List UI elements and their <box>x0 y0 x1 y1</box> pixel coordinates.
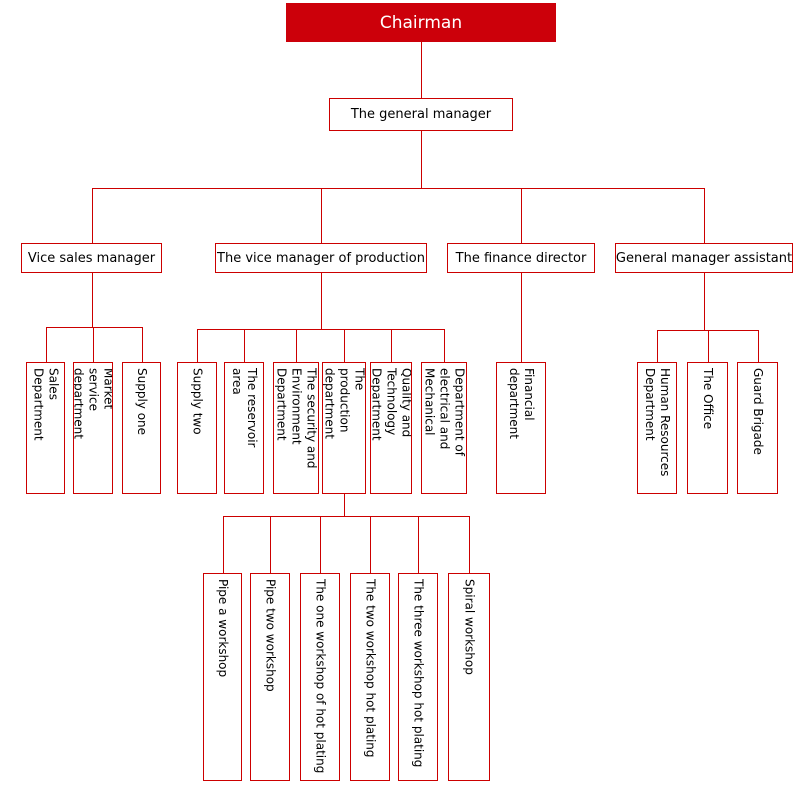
node-label-two-workshop-hot-plating: The two workshop hot plating <box>363 579 378 758</box>
connector-line <box>391 330 392 362</box>
connector-line <box>244 330 245 362</box>
connector-line <box>46 328 47 362</box>
node-three-workshop-hot-plating: The three workshop hot plating <box>398 573 438 781</box>
node-label-sales-department: Sales Department <box>31 368 61 441</box>
connector-line <box>92 189 93 243</box>
node-label-vice-sales-manager: Vice sales manager <box>27 250 156 266</box>
node-label-gm-assistant: General manager assistant <box>615 250 793 266</box>
node-supply-two: Supply two <box>177 362 217 494</box>
connector-line <box>657 330 759 331</box>
connector-line <box>223 517 224 573</box>
connector-line <box>270 517 271 573</box>
connector-line <box>321 189 322 243</box>
node-general-manager: The general manager <box>329 98 513 131</box>
node-gm-assistant: General manager assistant <box>615 243 793 273</box>
node-spiral-workshop: Spiral workshop <box>448 573 490 781</box>
node-label-chairman: Chairman <box>379 12 463 33</box>
connector-line <box>421 131 422 188</box>
node-production-department: The production department <box>322 362 366 494</box>
node-label-financial-department: Financial department <box>507 368 536 439</box>
node-label-three-workshop-hot-plating: The three workshop hot plating <box>411 579 426 768</box>
node-pipe-two-workshop: Pipe two workshop <box>250 573 290 781</box>
node-label-electrical-mechanical-dept: Department of electrical and Mechanical <box>422 368 467 456</box>
connector-line <box>758 331 759 362</box>
node-quality-technology-dept: Quality and Technology Department <box>370 362 412 494</box>
node-label-production-department: The production department <box>322 368 366 439</box>
connector-line <box>321 273 322 329</box>
connector-line <box>142 328 143 362</box>
connector-line <box>197 330 198 362</box>
node-label-market-service-department: Market service department <box>73 368 113 439</box>
node-supply-one: Supply one <box>122 362 161 494</box>
connector-line <box>521 273 522 362</box>
connector-line <box>444 330 445 362</box>
connector-line <box>418 517 419 573</box>
node-two-workshop-hot-plating: The two workshop hot plating <box>350 573 390 781</box>
node-label-general-manager: The general manager <box>350 107 492 122</box>
node-security-environment-dept: The security and Environment Department <box>273 362 319 494</box>
node-label-supply-one: Supply one <box>135 368 149 436</box>
connector-line <box>521 189 522 243</box>
node-label-spiral-workshop: Spiral workshop <box>462 579 477 675</box>
node-chairman: Chairman <box>286 3 556 42</box>
node-label-quality-technology-dept: Quality and Technology Department <box>370 368 412 441</box>
node-label-the-office: The Office <box>701 368 715 430</box>
connector-line <box>93 328 94 362</box>
connector-line <box>469 517 470 573</box>
node-reservoir-area: The reservoir area <box>224 362 264 494</box>
node-electrical-mechanical-dept: Department of electrical and Mechanical <box>421 362 467 494</box>
connector-line <box>92 188 705 189</box>
connector-line <box>370 517 371 573</box>
node-one-workshop-hot-plating: The one workshop of hot plating <box>300 573 340 781</box>
node-market-service-department: Market service department <box>73 362 113 494</box>
connector-line <box>320 517 321 573</box>
node-vice-production-manager: The vice manager of production <box>215 243 427 273</box>
node-sales-department: Sales Department <box>26 362 65 494</box>
node-the-office: The Office <box>687 362 728 494</box>
connector-line <box>197 329 445 330</box>
connector-line <box>344 494 345 516</box>
connector-line <box>223 516 470 517</box>
connector-line <box>704 273 705 330</box>
connector-line <box>657 331 658 362</box>
node-label-supply-two: Supply two <box>190 368 205 435</box>
node-human-resources-department: Human Resources Department <box>637 362 677 494</box>
node-label-security-environment-dept: The security and Environment Department <box>274 368 319 469</box>
connector-line <box>708 331 709 362</box>
node-label-one-workshop-hot-plating: The one workshop of hot plating <box>313 579 328 774</box>
node-vice-sales-manager: Vice sales manager <box>21 243 162 273</box>
node-financial-department: Financial department <box>496 362 546 494</box>
node-guard-brigade: Guard Brigade <box>737 362 778 494</box>
connector-line <box>296 330 297 362</box>
node-label-human-resources-department: Human Resources Department <box>643 368 672 477</box>
connector-line <box>421 42 422 98</box>
node-finance-director: The finance director <box>447 243 595 273</box>
connector-line <box>704 189 705 243</box>
node-label-guard-brigade: Guard Brigade <box>751 368 765 455</box>
connector-line <box>92 273 93 327</box>
node-label-pipe-a-workshop: Pipe a workshop <box>216 579 230 678</box>
connector-line <box>46 327 143 328</box>
node-label-reservoir-area: The reservoir area <box>230 368 259 448</box>
node-label-finance-director: The finance director <box>455 250 587 266</box>
connector-line <box>344 330 345 362</box>
node-pipe-a-workshop: Pipe a workshop <box>203 573 242 781</box>
node-label-pipe-two-workshop: Pipe two workshop <box>263 579 278 692</box>
node-label-vice-production-manager: The vice manager of production <box>217 250 425 266</box>
